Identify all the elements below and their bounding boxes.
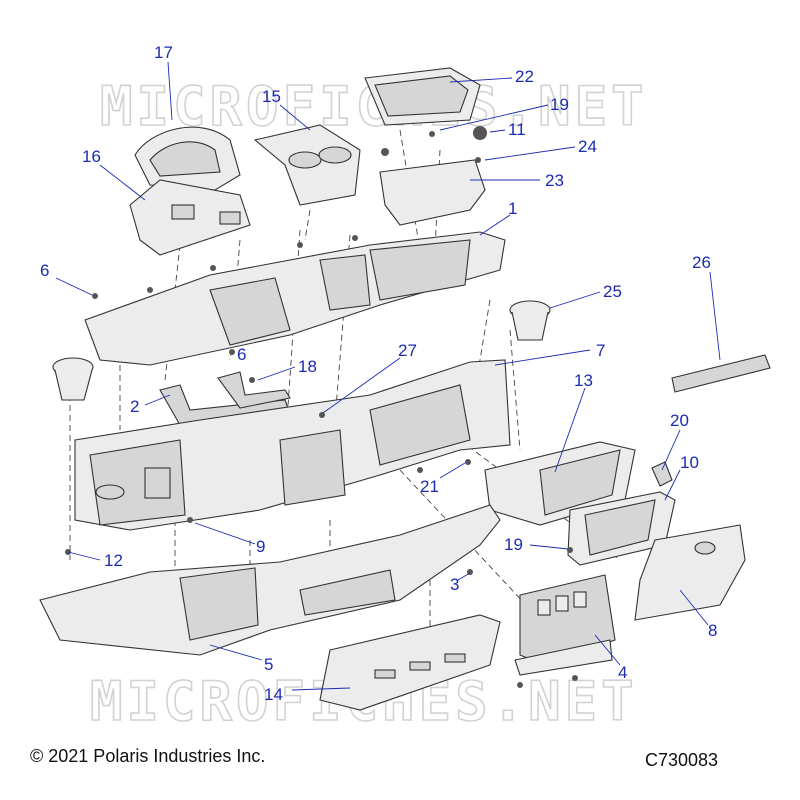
callout-7: 7 xyxy=(596,341,605,360)
part-16-cluster-housing xyxy=(129,179,251,256)
callout-12: 12 xyxy=(104,551,123,570)
callout-labels: 17 15 22 19 11 24 16 23 1 6 26 25 6 27 7… xyxy=(40,43,717,704)
fasteners xyxy=(65,126,578,688)
callout-3: 3 xyxy=(450,575,459,594)
callout-2: 2 xyxy=(130,397,139,416)
callout-22: 22 xyxy=(515,67,534,86)
callout-6-second: 6 xyxy=(237,345,246,364)
callout-24: 24 xyxy=(578,137,597,156)
callout-23: 23 xyxy=(545,171,564,190)
part-14-lower-panel xyxy=(319,614,501,711)
drawing-code: C730083 xyxy=(645,750,719,770)
callout-16: 16 xyxy=(82,147,101,166)
part-15-cupholder-tray xyxy=(253,124,361,206)
callout-18: 18 xyxy=(298,357,317,376)
part-18-bracket xyxy=(217,371,291,409)
callout-6: 6 xyxy=(40,261,49,280)
part-26-trim-strip xyxy=(671,354,771,393)
callout-17: 17 xyxy=(154,43,173,62)
part-17-cluster-bezel xyxy=(134,126,241,191)
part-4-switch-panel xyxy=(514,574,616,676)
callout-25: 25 xyxy=(603,282,622,301)
callout-15: 15 xyxy=(262,87,281,106)
callout-26: 26 xyxy=(692,253,711,272)
part-8-glovebox-door xyxy=(634,524,746,621)
callout-14: 14 xyxy=(264,685,283,704)
part-5-lower-dash xyxy=(39,504,501,656)
cupholder-left xyxy=(52,357,94,401)
callout-11: 11 xyxy=(508,120,526,139)
callout-9: 9 xyxy=(256,537,265,556)
callout-27: 27 xyxy=(398,341,417,360)
callout-1: 1 xyxy=(508,199,517,218)
part-22-storage-lid xyxy=(364,67,481,126)
callout-19-second: 19 xyxy=(504,535,523,554)
part-25-cupholder xyxy=(509,300,551,341)
callout-13: 13 xyxy=(574,371,593,390)
callout-19: 19 xyxy=(550,95,569,114)
callout-5: 5 xyxy=(264,655,273,674)
copyright-text: © 2021 Polaris Industries Inc. xyxy=(30,746,266,766)
part-7-dash-frame xyxy=(74,359,511,531)
callout-21: 21 xyxy=(420,477,439,496)
part-10-display-bezel xyxy=(567,491,676,566)
callout-8: 8 xyxy=(708,621,717,640)
part-1-upper-dash xyxy=(84,231,506,366)
leader-lines xyxy=(55,61,721,691)
callout-20: 20 xyxy=(670,411,689,430)
callout-10: 10 xyxy=(680,453,699,472)
callout-4: 4 xyxy=(618,663,627,682)
part-23-storage-bin xyxy=(379,159,486,226)
part-20-latch xyxy=(651,461,673,487)
